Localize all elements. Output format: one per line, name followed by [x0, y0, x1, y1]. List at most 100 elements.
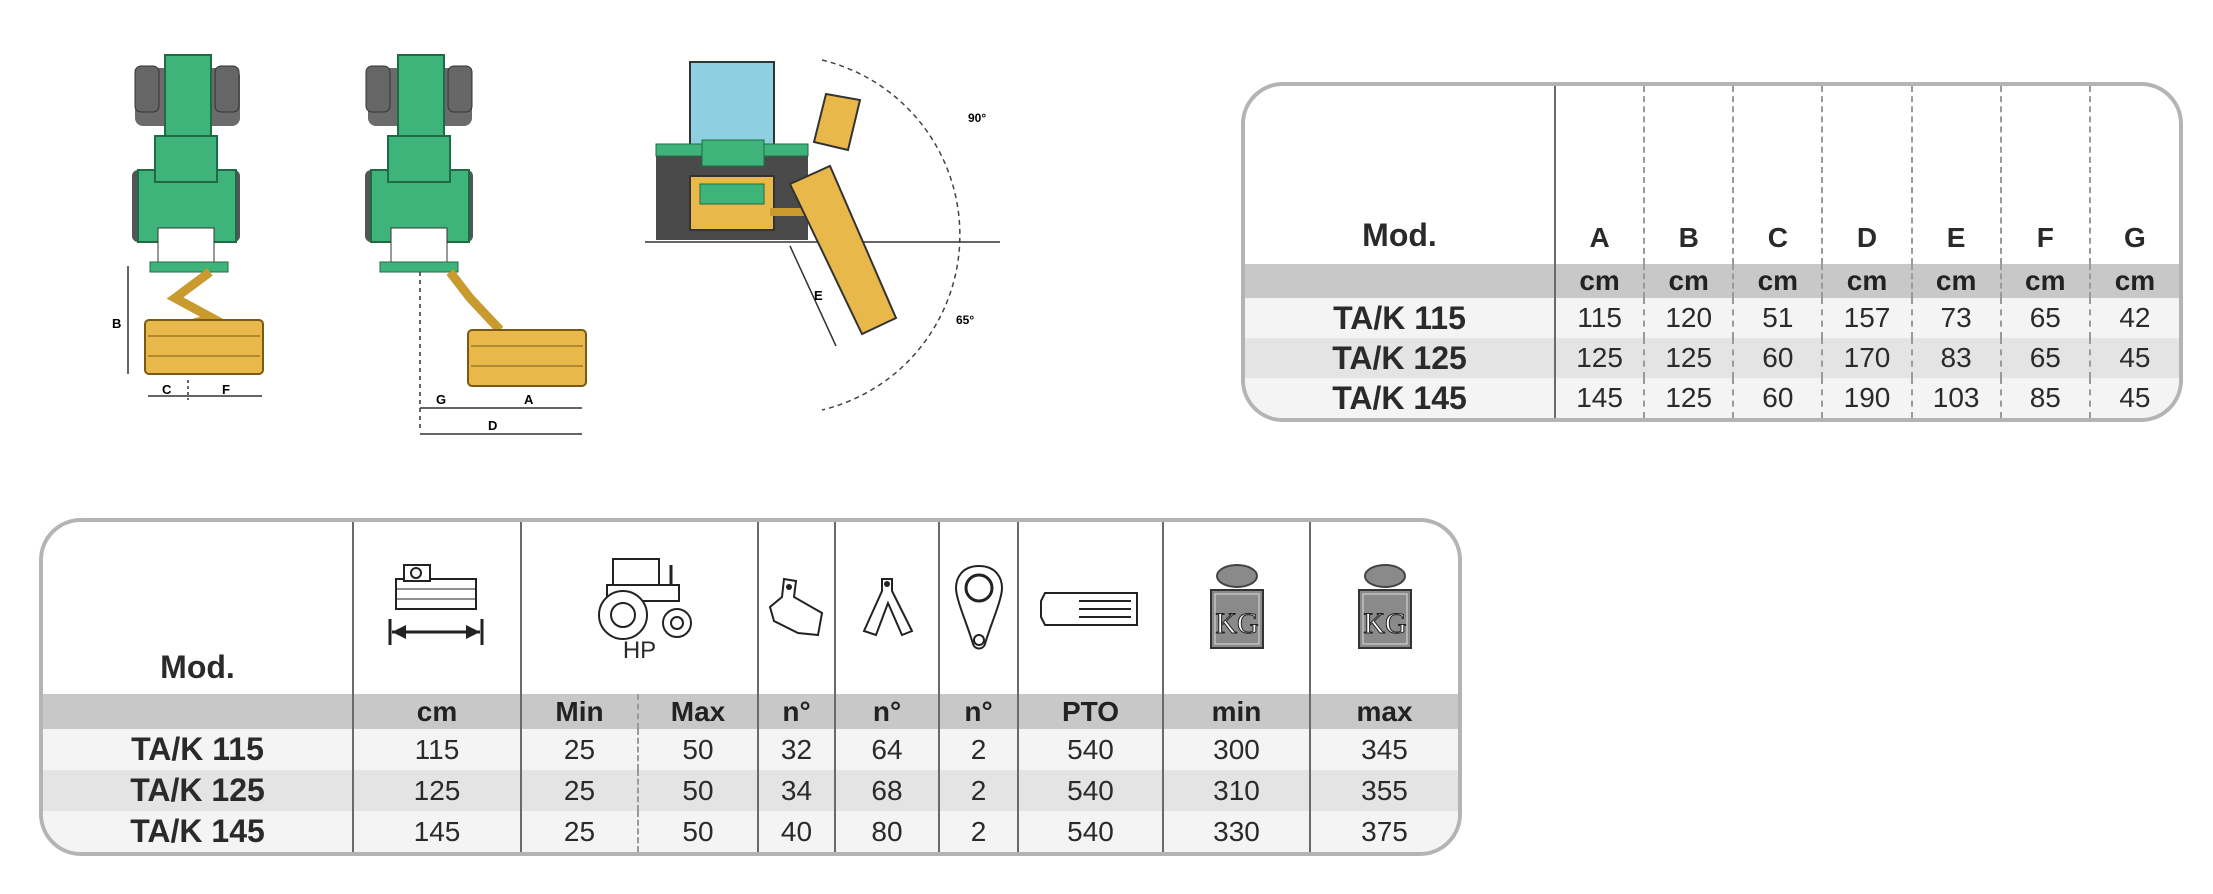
cell: 80	[834, 811, 939, 852]
units-row: cm Min Max n° n° n° PTO min max	[43, 694, 1458, 730]
cell: 51	[1732, 298, 1823, 339]
unit: cm	[1553, 264, 1645, 299]
model-name: TA/K 145	[1245, 378, 1555, 418]
cell: 120	[1643, 298, 1734, 339]
table-row: TA/K 125 125 25 50 34 68 2 540 310 355	[43, 770, 1458, 812]
model-name: TA/K 125	[43, 770, 353, 812]
cell: 60	[1732, 378, 1823, 418]
unit: n°	[757, 694, 835, 730]
unit: cm	[1910, 264, 2001, 299]
unit: cm	[1821, 264, 1912, 299]
table-row: TA/K 145 145 125 60 190 103 85 45	[1245, 378, 2179, 418]
table-row: TA/K 115 115 120 51 157 73 65 42	[1245, 298, 2179, 339]
dimensions-table: Mod. A B C D E F G cm cm cm cm cm cm cm …	[1241, 82, 2183, 422]
table-row: TA/K 115 115 25 50 32 64 2 540 300 345	[43, 729, 1458, 771]
top-view-diagram-2: G A D	[365, 54, 587, 435]
table-row: TA/K 145 145 25 50 40 80 2 540 330 375	[43, 811, 1458, 852]
col-header-f: F	[1999, 86, 2090, 264]
unit: cm	[1643, 264, 1734, 299]
angle-90-label: 90°	[968, 111, 986, 125]
belts-icon	[938, 522, 1018, 694]
cell: 85	[1999, 378, 2090, 418]
cell: 2	[938, 729, 1018, 771]
label-c: C	[162, 382, 172, 397]
y-blade-icon	[834, 522, 939, 694]
cell: 83	[1910, 338, 2001, 379]
cell: 2	[938, 811, 1018, 852]
cell: 25	[520, 729, 638, 771]
cell: 375	[1309, 811, 1458, 852]
cell: 125	[352, 770, 521, 812]
cell: 2	[938, 770, 1018, 812]
label-g: G	[436, 392, 446, 407]
units-row: cm cm cm cm cm cm cm	[1245, 264, 2179, 299]
unit: max	[1309, 694, 1458, 730]
cell: 115	[352, 729, 521, 771]
cell: 50	[637, 811, 758, 852]
unit: n°	[938, 694, 1018, 730]
cell: 103	[1910, 378, 2001, 418]
model-name: TA/K 125	[1245, 338, 1555, 379]
cell: 330	[1162, 811, 1310, 852]
specifications-table: Mod.	[39, 518, 1462, 856]
model-name: TA/K 115	[1245, 298, 1555, 339]
cell: 355	[1309, 770, 1458, 812]
unit: n°	[834, 694, 939, 730]
cell: 145	[1553, 378, 1645, 418]
unit: Max	[637, 694, 758, 730]
top-view-diagram-1: B C F	[112, 54, 264, 400]
cell: 300	[1162, 729, 1310, 771]
hammer-blade-icon	[757, 522, 835, 694]
table-row: TA/K 125 125 125 60 170 83 65 45	[1245, 338, 2179, 379]
col-header-d: D	[1821, 86, 1912, 264]
weight-max-icon: KG	[1309, 522, 1458, 694]
hp-label: HP	[622, 637, 657, 664]
rear-view-diagram: 90° 65° E	[645, 59, 1000, 411]
col-header-b: B	[1643, 86, 1734, 264]
label-f: F	[222, 382, 230, 397]
cell: 50	[637, 770, 758, 812]
tractor-power-icon: HP	[520, 522, 758, 694]
cell: 34	[757, 770, 835, 812]
mod-header: Mod.	[160, 649, 235, 685]
cell: 157	[1821, 298, 1912, 339]
unit: PTO	[1017, 694, 1163, 730]
cell: 115	[1553, 298, 1645, 339]
cell: 65	[1999, 298, 2090, 339]
working-width-icon	[352, 522, 521, 694]
cell: 25	[520, 770, 638, 812]
cell: 145	[352, 811, 521, 852]
cell: 64	[834, 729, 939, 771]
cell: 125	[1553, 338, 1645, 379]
cell: 125	[1643, 378, 1734, 418]
cell: 40	[757, 811, 835, 852]
unit: cm	[2088, 264, 2179, 299]
label-e: E	[814, 288, 823, 303]
cell: 540	[1017, 729, 1163, 771]
cell: 45	[2088, 338, 2179, 379]
cell: 170	[1821, 338, 1912, 379]
cell: 65	[1999, 338, 2090, 379]
unit: cm	[1999, 264, 2090, 299]
cell: 60	[1732, 338, 1823, 379]
unit: min	[1162, 694, 1310, 730]
unit: cm	[352, 694, 521, 730]
cell: 42	[2088, 298, 2179, 339]
weight-min-icon: KG	[1162, 522, 1310, 694]
cell: 310	[1162, 770, 1310, 812]
cell: 345	[1309, 729, 1458, 771]
mod-header: Mod.	[1362, 217, 1437, 253]
angle-65-label: 65°	[956, 313, 974, 327]
pto-shaft-icon	[1017, 522, 1163, 694]
cell: 32	[757, 729, 835, 771]
cell: 540	[1017, 770, 1163, 812]
label-d: D	[488, 418, 497, 433]
model-name: TA/K 145	[43, 811, 353, 852]
svg-text:KG: KG	[1363, 607, 1406, 640]
col-header-a: A	[1553, 86, 1645, 264]
cell: 50	[637, 729, 758, 771]
unit: cm	[1732, 264, 1823, 299]
cell: 68	[834, 770, 939, 812]
cell: 73	[1910, 298, 2001, 339]
col-header-g: G	[2088, 86, 2179, 264]
